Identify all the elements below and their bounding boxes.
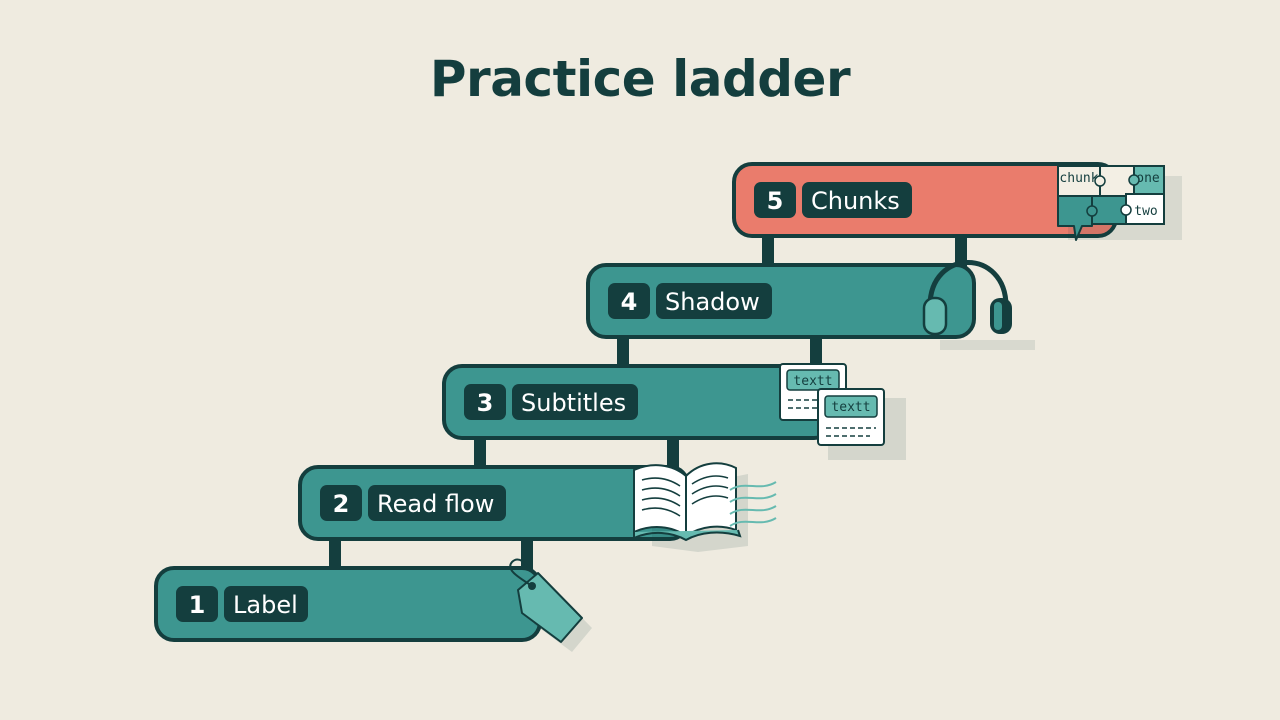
step-number: 3 (477, 389, 494, 417)
connector-3-4 (617, 336, 629, 368)
puzzle-text: chunk (1059, 171, 1098, 186)
headphones-icon (922, 260, 1035, 350)
step-label: Subtitles (521, 389, 626, 417)
subtitle-text: textt (793, 374, 832, 389)
step-1: 1 Label (154, 558, 592, 652)
step-label-badge (656, 283, 772, 319)
puzzle-text: two (1134, 204, 1157, 219)
step-label-badge (368, 485, 506, 521)
step-number: 1 (189, 591, 206, 619)
step-3: 3 Subtitles textt textt (442, 363, 906, 460)
connector-1-2 (329, 538, 341, 570)
puzzle-icon: chunk one two (1057, 165, 1182, 241)
step-number-badge (754, 182, 796, 218)
subtitle-text: textt (831, 400, 870, 415)
step-label-badge (224, 586, 308, 622)
subtitles-icon: textt textt (779, 363, 906, 460)
step-label: Chunks (811, 187, 900, 215)
step-number: 4 (621, 288, 638, 316)
step-5: 5 Chunks chunk one two (732, 162, 1182, 241)
ladder-connectors (329, 235, 967, 570)
connector-2-3 (667, 437, 679, 469)
step-label: Read flow (377, 490, 494, 518)
connector-3-4 (810, 336, 822, 368)
step-number: 2 (333, 490, 350, 518)
step-number-badge (320, 485, 362, 521)
step-label-badge (802, 182, 912, 218)
step-number: 5 (767, 187, 784, 215)
step-label: Shadow (665, 288, 760, 316)
step-number-badge (464, 384, 506, 420)
step-4: 4 Shadow (586, 260, 1035, 350)
open-book-icon (633, 462, 777, 552)
step-number-badge (176, 586, 218, 622)
step-label-badge (512, 384, 638, 420)
connector-4-5 (762, 235, 774, 267)
puzzle-text: one (1136, 171, 1160, 186)
tag-icon (509, 558, 592, 652)
page-title: Practice ladder (429, 50, 851, 108)
step-label: Label (233, 591, 298, 619)
connector-2-3 (474, 437, 486, 469)
step-number-badge (608, 283, 650, 319)
connector-4-5 (955, 235, 967, 267)
step-2: 2 Read flow (298, 462, 777, 552)
